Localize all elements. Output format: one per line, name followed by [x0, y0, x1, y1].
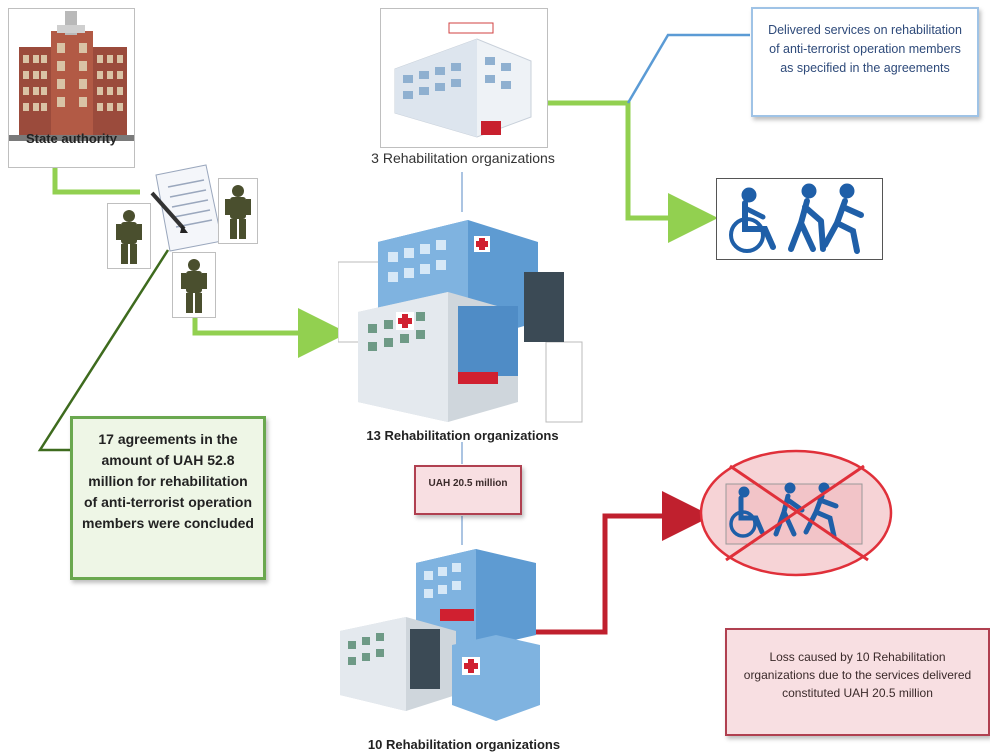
loss-text: Loss caused by 10 Rehabilitation organiz…: [743, 650, 972, 700]
soldier-icon: [172, 252, 216, 318]
amount-text: UAH 20.5 million: [428, 478, 508, 489]
rehab-10-label: 10 Rehabilitation organizations: [367, 737, 561, 752]
connector-to-delivered-box: [626, 33, 750, 104]
soldier-icon: [218, 178, 258, 244]
rehab-13-label: 13 Rehabilitation organizations: [366, 428, 559, 443]
arrow-to-crossed-services: [522, 491, 712, 635]
agreements-box: 17 agreements in the amount of UAH 52.8 …: [70, 416, 266, 580]
building-icon: [9, 9, 134, 167]
hospital-icon: [380, 8, 548, 148]
connector-to-agreements-box: [37, 249, 170, 452]
state-authority-node: State authority: [8, 8, 135, 168]
arrow-to-13-orgs: [192, 308, 348, 358]
agreements-text: 17 agreements in the amount of UAH 52.8 …: [82, 431, 254, 531]
delivered-services-text: Delivered services on rehabilitation of …: [768, 23, 962, 75]
state-authority-label: State authority: [25, 131, 117, 146]
delivered-services-box: Delivered services on rehabilitation of …: [751, 7, 979, 117]
soldier-icon: [107, 203, 151, 269]
rehab-3-label: 3 Rehabilitation organizations: [371, 150, 555, 166]
hospital-icon: [337, 212, 584, 426]
crossed-services-icon: [698, 448, 894, 578]
contract-icon: [148, 163, 226, 253]
loss-box: Loss caused by 10 Rehabilitation organiz…: [725, 628, 990, 736]
amount-box: UAH 20.5 million: [414, 465, 522, 515]
rehabilitation-people-icon: [716, 178, 883, 260]
hospital-icon: [336, 545, 546, 727]
arrow-to-services: [545, 100, 718, 243]
connector-state-to-agreement: [52, 165, 140, 195]
